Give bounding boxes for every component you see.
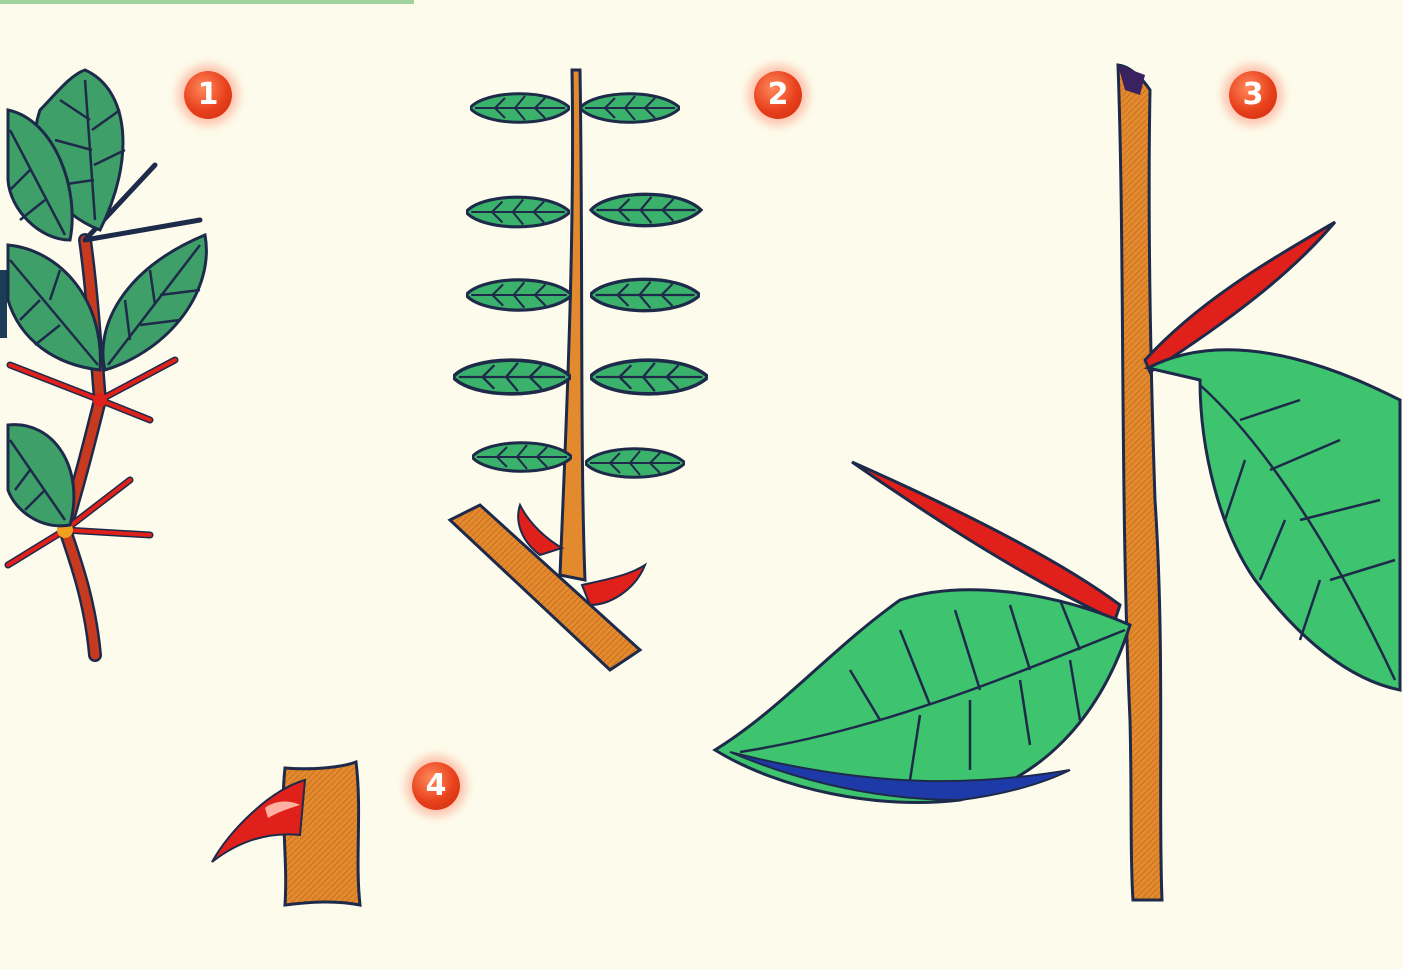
figure-label-2: 2	[754, 71, 802, 119]
figure-label-3: 3	[1229, 71, 1277, 119]
figure-label-4: 4	[412, 762, 460, 810]
figure-1-spiny-branch	[8, 70, 206, 655]
figure-3-prickly-stem	[715, 65, 1400, 900]
figure-4-single-prickle	[212, 762, 360, 905]
figure-label-1: 1	[184, 71, 232, 119]
figure-2-stipule-spines	[450, 70, 708, 670]
